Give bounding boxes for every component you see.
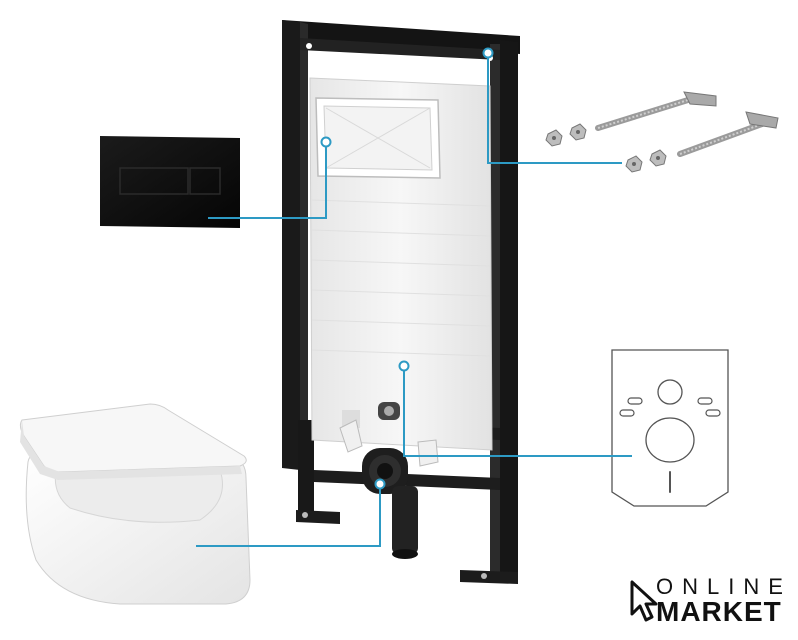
logo-text-market: MARKET: [656, 596, 782, 627]
drain-pipe: [339, 419, 439, 559]
cistern-tank: [309, 77, 493, 451]
cursor-arrow-icon: [630, 580, 658, 622]
sound-insulation-pad: [611, 349, 729, 507]
callout-lines: [196, 47, 632, 547]
mounting-bolts: [545, 91, 779, 173]
flush-plate: [100, 136, 240, 228]
logo-text-online: ONLINE: [656, 574, 792, 599]
online-market-logo: ONLINE MARKET: [628, 574, 788, 630]
toilet-bowl: [19, 403, 251, 605]
